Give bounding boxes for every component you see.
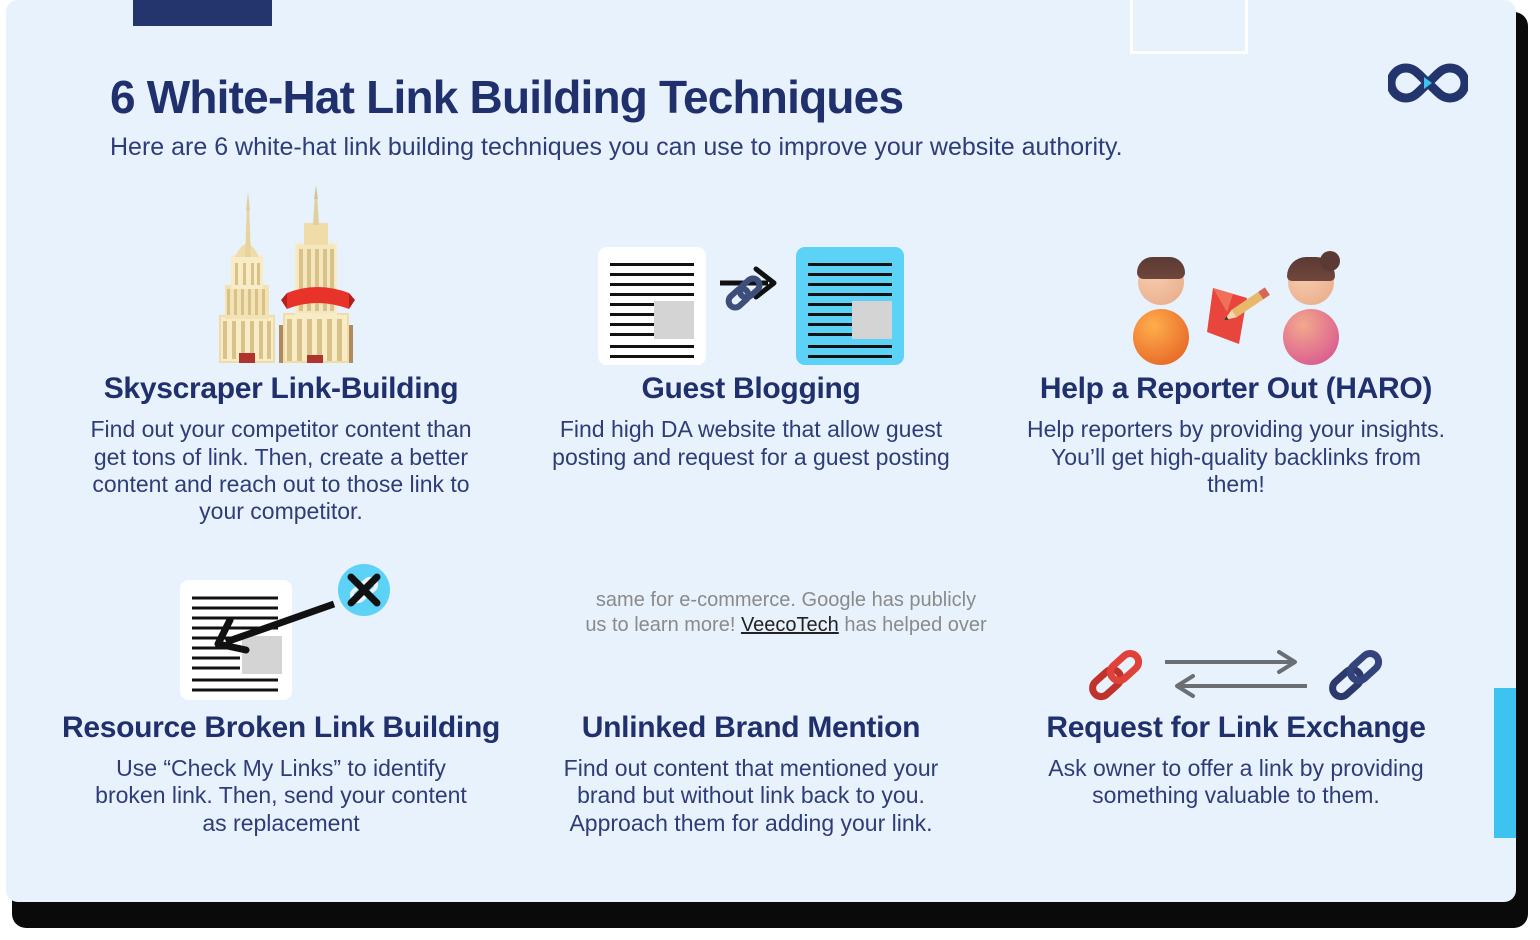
overlay-paragraph: same for e-commerce. Google has publicly… bbox=[566, 588, 1006, 638]
infinity-logo bbox=[1386, 58, 1470, 108]
technique-title: Resource Broken Link Building bbox=[61, 710, 501, 744]
top-navy-tab bbox=[133, 0, 272, 26]
overlay-line-2-after: has helped over bbox=[838, 614, 987, 636]
technique-title: Unlinked Brand Mention bbox=[581, 710, 921, 744]
person-female-icon bbox=[1283, 251, 1340, 365]
broken-link-x-icon bbox=[338, 563, 390, 616]
memo-pencil-icon bbox=[1199, 272, 1273, 352]
technique-card-request-link-exchange: Request for Link Exchange Ask owner to o… bbox=[986, 539, 1486, 837]
technique-title: Request for Link Exchange bbox=[1046, 710, 1426, 744]
exchange-arrows-icon bbox=[1165, 649, 1307, 698]
overlay-line-1: same for e-commerce. Google has publicly bbox=[595, 589, 977, 611]
two-people-memo-icon bbox=[1133, 185, 1340, 365]
document-broken-link-x-icon bbox=[166, 539, 396, 704]
technique-description: Use “Check My Links” to identify broken … bbox=[95, 755, 467, 836]
chain-link-icon bbox=[725, 275, 763, 311]
technique-description: Find out your competitor content than ge… bbox=[90, 416, 472, 524]
technique-description: Help reporters by providing your insight… bbox=[1026, 416, 1446, 497]
right-edge-cyan-bar[interactable] bbox=[1494, 688, 1516, 838]
document-white-icon bbox=[180, 579, 292, 700]
arrow-and-chain-group bbox=[716, 261, 786, 351]
technique-card-resource-broken-link: Resource Broken Link Building Use “Check… bbox=[46, 539, 516, 837]
page-subtitle: Here are 6 white-hat link building techn… bbox=[110, 133, 1123, 161]
pointer-arrow-icon bbox=[214, 600, 336, 654]
technique-card-guest-blogging: Guest Blogging Find high DA website that… bbox=[516, 185, 986, 525]
top-outline-rectangle bbox=[1130, 0, 1248, 54]
chain-link-red-icon bbox=[1089, 649, 1143, 700]
veecotech-link[interactable]: VeecoTech bbox=[740, 614, 839, 636]
technique-card-skyscraper: Skyscraper Link-Building Find out your c… bbox=[46, 185, 516, 525]
technique-title: Skyscraper Link-Building bbox=[103, 372, 459, 405]
person-male-icon bbox=[1133, 257, 1189, 365]
page-title: 6 White-Hat Link Building Techniques bbox=[110, 71, 904, 123]
two-chain-links-exchange-icon bbox=[1085, 539, 1387, 704]
technique-title: Help a Reporter Out (HARO) bbox=[1039, 372, 1433, 405]
document-cyan-icon bbox=[796, 247, 904, 365]
overlay-line-2-before: us to learn more! bbox=[585, 614, 741, 636]
technique-description: Find high DA website that allow guest po… bbox=[552, 416, 950, 470]
skyscraper-buildings-icon bbox=[191, 185, 371, 365]
technique-card-haro: Help a Reporter Out (HARO) Help reporter… bbox=[986, 185, 1486, 525]
technique-description: Ask owner to offer a link by providing s… bbox=[1048, 755, 1424, 809]
technique-card-unlinked-brand-mention: Unlinked Brand Mention Find out content … bbox=[516, 539, 986, 837]
overlay-line-2: us to learn more! VeecoTech has helped o… bbox=[566, 613, 1006, 638]
technique-title: Guest Blogging bbox=[641, 372, 861, 405]
chain-link-navy-icon bbox=[1329, 649, 1383, 700]
document-white-icon bbox=[598, 247, 706, 365]
two-documents-link-icon bbox=[598, 185, 904, 365]
techniques-grid: Skyscraper Link-Building Find out your c… bbox=[46, 185, 1486, 837]
technique-description: Find out content that mentioned your bra… bbox=[563, 755, 939, 836]
infographic-card: 6 White-Hat Link Building Techniques Her… bbox=[6, 0, 1516, 902]
header: 6 White-Hat Link Building Techniques Her… bbox=[110, 74, 1410, 162]
